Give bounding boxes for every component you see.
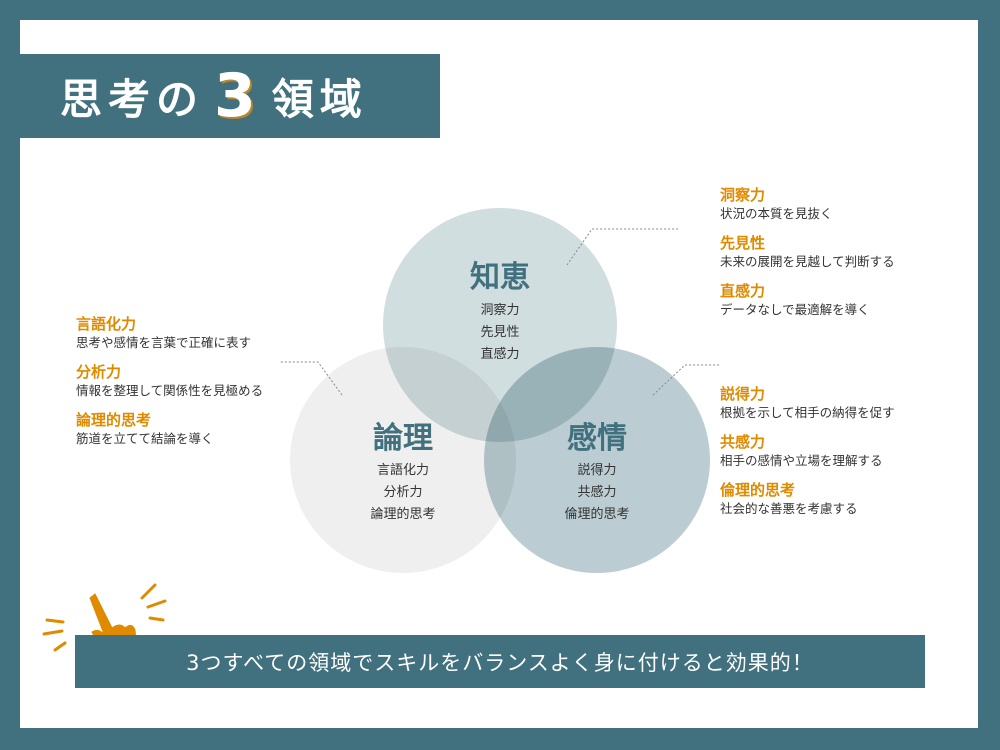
wisdom-notes: 洞察力状況の本質を見抜く 先見性未来の展開を見越して判断する 直感力データなしで… [720,185,895,329]
item: 直感力 [480,347,520,362]
item: 共感力 [577,485,617,500]
note-desc: 未来の展開を見越して判断する [720,254,895,269]
note-heading: 直感力 [720,282,766,300]
note-desc: 思考や感情を言葉で正確に表す [76,335,252,350]
summary-banner: 3つすべての領域でスキルをバランスよく身に付けると効果的！ [75,635,925,688]
note-heading: 倫理的思考 [720,481,796,499]
item: 言語化力 [376,463,429,478]
item: 先見性 [480,325,520,340]
circle-logic [290,347,516,573]
note-desc: 状況の本質を見抜く [720,206,833,221]
note-desc: 情報を整理して関係性を見極める [76,383,264,398]
note-heading: 共感力 [720,433,766,451]
note-heading: 洞察力 [720,186,766,204]
title-suffix: 領域 [271,74,368,124]
circle-wisdom-label: 知恵 [470,260,530,295]
circle-wisdom-items: 洞察力先見性直感力 [420,300,580,366]
circle-logic-items: 言語化力分析力論理的思考 [323,460,483,526]
logic-notes: 言語化力思考や感情を言葉で正確に表す 分析力情報を整理して関係性を見極める 論理… [76,314,263,458]
note-desc: データなしで最適解を導く [720,302,870,317]
note-heading: 言語化力 [76,315,137,333]
circle-emotion-items: 説得力共感力倫理的思考 [517,460,677,526]
emotion-notes: 説得力根拠を示して相手の納得を促す 共感力相手の感情や立場を理解する 倫理的思考… [720,384,895,528]
note-heading: 論理的思考 [76,411,152,429]
note-heading: 先見性 [720,234,766,252]
note-desc: 相手の感情や立場を理解する [720,453,883,468]
item: 論理的思考 [370,507,436,522]
item: 説得力 [577,463,617,478]
item: 倫理的思考 [564,507,630,522]
title-number: 3 [214,61,262,131]
item: 洞察力 [480,303,520,318]
note-heading: 分析力 [76,363,122,381]
note-desc: 根拠を示して相手の納得を促す [720,405,895,420]
circle-emotion-label: 感情 [567,421,627,456]
leader-line-logic [280,361,343,396]
circle-logic-label: 論理 [373,421,433,456]
note-desc: 筋道を立てて結論を導く [76,431,214,446]
item: 分析力 [383,485,423,500]
title-prefix: 思考の [60,74,205,124]
note-heading: 説得力 [720,385,766,403]
note-desc: 社会的な善悪を考慮する [720,501,858,516]
circle-emotion [484,347,710,573]
